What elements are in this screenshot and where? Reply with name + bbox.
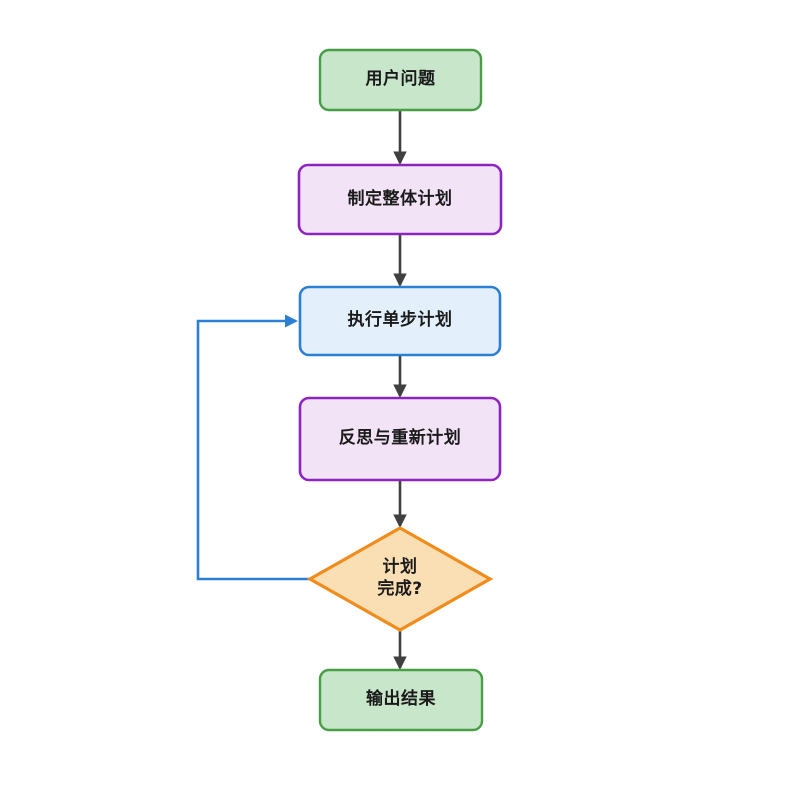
node-plan-complete-decision[interactable] [306,526,494,632]
node-execute-single-step[interactable] [298,285,502,357]
node-make-overall-plan[interactable] [297,163,503,236]
node-user-question[interactable] [318,48,483,112]
edges-layer [196,110,407,671]
node-reflect-and-replan[interactable] [298,396,502,482]
edge-decision-loop-back [196,314,310,581]
node-output-result[interactable] [318,668,484,732]
nodes-layer [297,48,503,732]
